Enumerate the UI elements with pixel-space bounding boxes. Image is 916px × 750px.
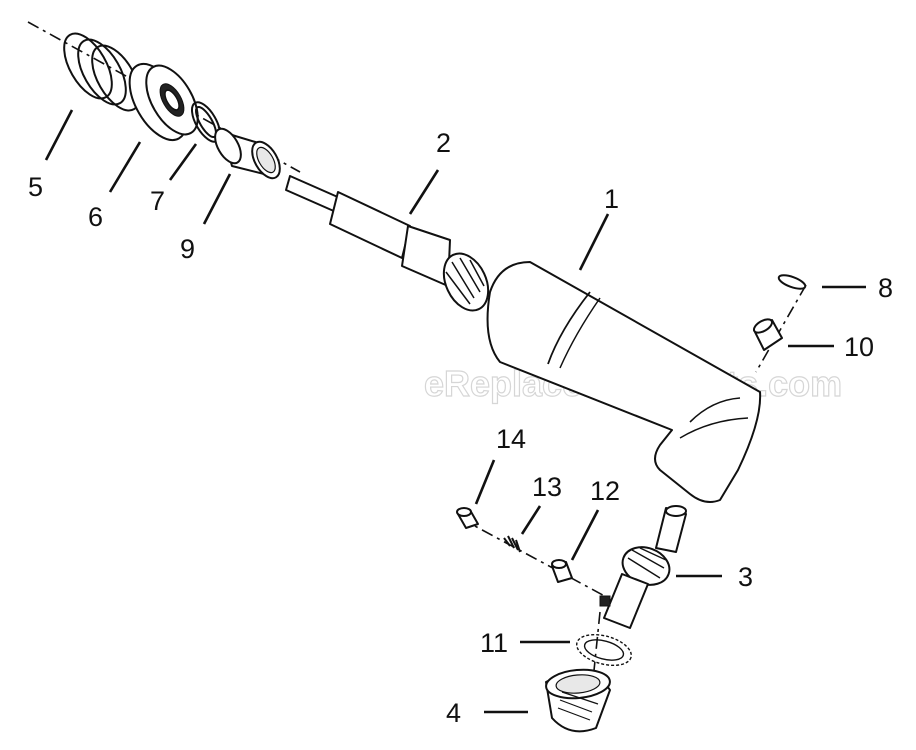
part-2-spindle-shaft[interactable] [285,175,497,318]
callout-13: 13 [532,472,562,502]
leader-5 [44,109,74,161]
leader-12 [570,509,600,561]
part-8-cap[interactable] [777,273,807,292]
part-12-plunger[interactable] [551,559,573,583]
callout-9: 9 [180,234,195,264]
part-10-bushing[interactable] [752,317,783,351]
callout-14: 14 [496,424,526,454]
leader-14 [474,459,496,505]
right-axis-line [755,284,807,373]
callout-8: 8 [878,273,893,303]
callout-1: 1 [604,184,619,214]
leader-7 [168,143,198,181]
part-4-threaded-nut[interactable] [545,667,611,733]
callout-2: 2 [436,128,451,158]
part-13-spring[interactable] [503,535,521,553]
part-14-pin[interactable] [456,507,479,529]
part-5-spring[interactable] [54,26,149,118]
part-6-bearing[interactable] [118,55,208,150]
callout-7: 7 [150,186,165,216]
callout-3: 3 [738,562,753,592]
callout-4: 4 [446,698,461,728]
part-11-washer[interactable] [573,629,634,671]
pin-axis-line [459,517,613,601]
leader-9 [202,173,232,225]
leader-2 [408,169,440,215]
callout-10: 10 [844,332,874,362]
leader-13 [520,505,542,535]
callout-11: 11 [480,628,508,658]
callout-12: 12 [590,476,620,506]
leader-1 [578,213,610,271]
callout-5: 5 [28,172,43,202]
callout-6: 6 [88,202,103,232]
part-9-needle-bearing[interactable] [210,125,286,183]
part-1-angle-housing[interactable] [486,261,762,503]
leader-6 [108,141,142,193]
part-3-bevel-gear-shaft[interactable] [599,505,687,629]
